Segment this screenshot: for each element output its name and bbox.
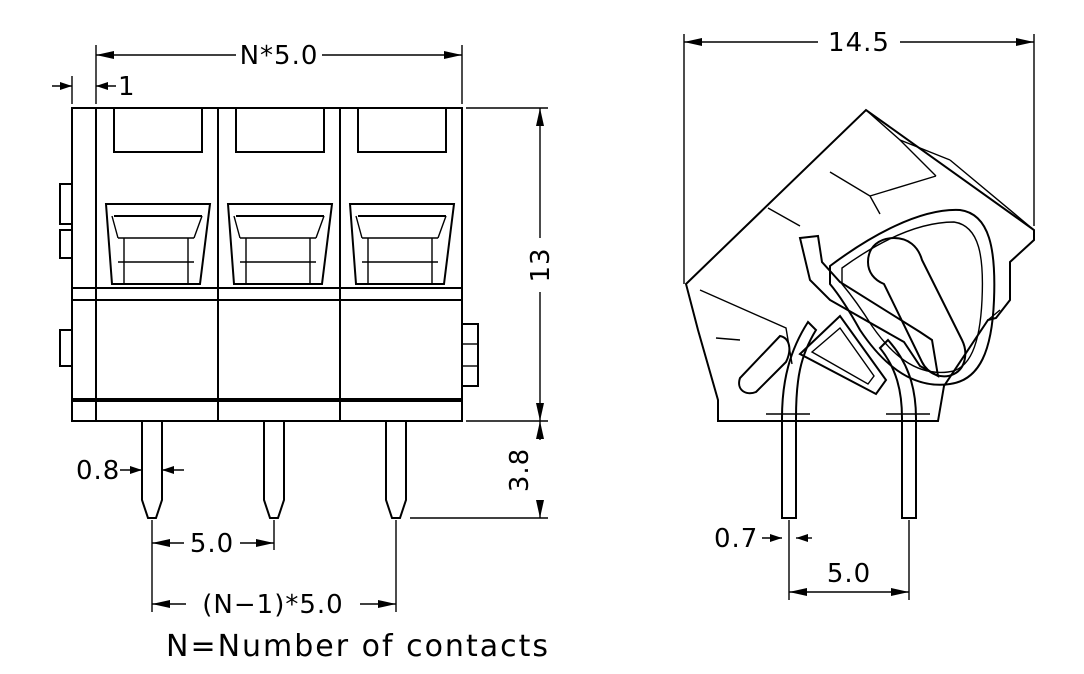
side-pin-1 <box>781 320 818 519</box>
contacts-note: N=Number of contacts <box>166 629 550 664</box>
front-housing-outline <box>71 107 463 422</box>
dim-side-depth: 14.5 <box>828 28 890 58</box>
dim-pin-span: (N−1)*5.0 <box>202 590 343 620</box>
dim-side-offset: 1 <box>118 72 136 102</box>
front-dimensions: N*5.0 1 13 3.8 0.8 <box>52 41 556 620</box>
front-contact-3 <box>348 107 456 285</box>
front-contact-2 <box>226 107 334 285</box>
dim-total-width: N*5.0 <box>240 41 319 71</box>
front-contact-1 <box>104 107 212 285</box>
side-wire-entry <box>866 236 967 378</box>
side-dimensions: 14.5 0.7 5.0 <box>683 28 1035 600</box>
dim-pin-width: 0.8 <box>76 456 120 486</box>
dim-side-pin-width: 0.7 <box>714 524 758 554</box>
dim-pitch: 5.0 <box>190 529 234 559</box>
dim-side-pitch: 5.0 <box>827 559 871 589</box>
front-pin-2 <box>263 421 285 519</box>
front-pin-3 <box>385 421 407 519</box>
side-pin-2 <box>878 338 917 519</box>
side-view <box>684 108 1035 519</box>
side-release-lever <box>798 234 940 378</box>
front-view <box>59 107 479 519</box>
front-pin-1 <box>141 421 163 519</box>
dim-height: 13 <box>526 247 556 282</box>
dim-pin-length: 3.8 <box>505 448 535 492</box>
side-clamp-spring <box>829 208 996 386</box>
